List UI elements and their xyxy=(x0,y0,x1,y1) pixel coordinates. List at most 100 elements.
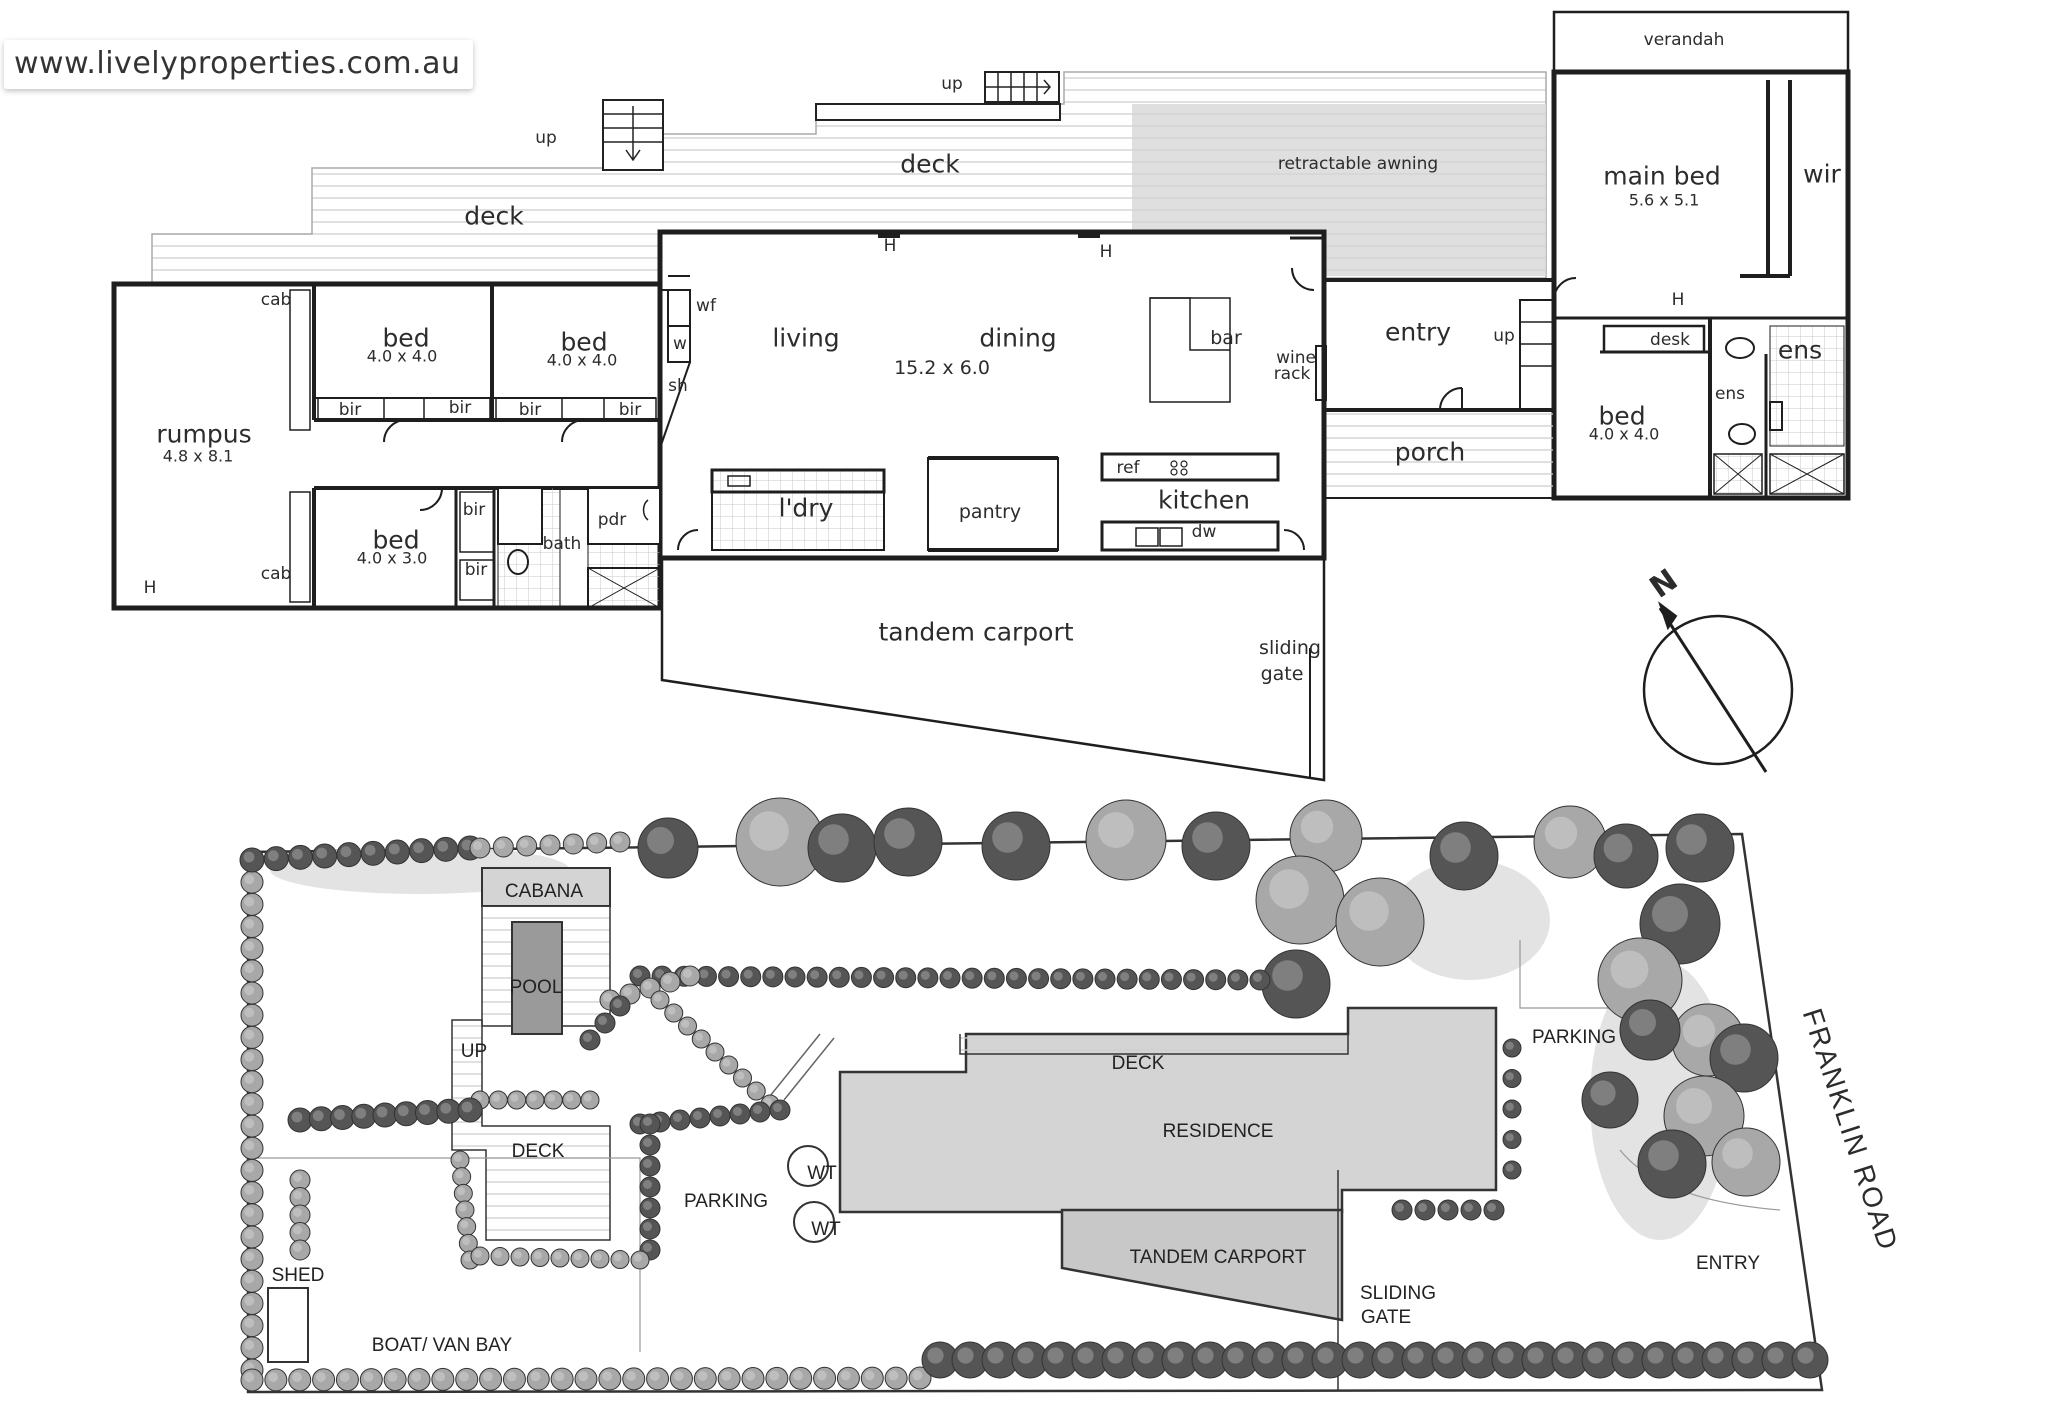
label-wir: wir xyxy=(1803,159,1841,189)
shrub-highlight xyxy=(1617,1347,1634,1364)
shrub xyxy=(1138,968,1160,990)
shrub-highlight xyxy=(1107,1347,1124,1364)
shrub xyxy=(570,1249,590,1268)
shrub xyxy=(1593,823,1659,889)
shrub xyxy=(580,1090,600,1110)
shrub-highlight xyxy=(965,971,975,981)
shrub-highlight xyxy=(793,1370,803,1381)
label-bir1: bir xyxy=(338,400,362,420)
label-living-dining-dim: 15.2 x 6.0 xyxy=(894,357,990,379)
shrub-highlight xyxy=(1505,1041,1514,1050)
bedroom-wing xyxy=(111,281,663,611)
shrub-highlight xyxy=(244,918,255,929)
shrub-highlight xyxy=(461,1101,473,1113)
shrub-highlight xyxy=(1120,972,1130,982)
shrub-highlight xyxy=(898,970,908,980)
shrub-highlight xyxy=(721,969,731,979)
north-arrow xyxy=(1642,601,1794,773)
label-porch: porch xyxy=(1394,437,1466,467)
label-heater-1: H xyxy=(883,236,897,256)
shrub xyxy=(455,1367,479,1391)
shrub-highlight xyxy=(613,999,622,1008)
shrub xyxy=(1502,1038,1522,1058)
shrub-highlight xyxy=(364,844,376,856)
shrub-highlight xyxy=(753,1105,762,1114)
shrub xyxy=(691,1029,711,1049)
label-wt2: WT xyxy=(811,1219,841,1240)
label-bir2: bir xyxy=(448,398,472,418)
shrub xyxy=(490,1247,510,1266)
shrub xyxy=(610,1250,630,1269)
shrub-highlight xyxy=(244,1184,255,1195)
shrub xyxy=(678,1016,697,1036)
shrub-highlight xyxy=(1137,1347,1154,1364)
label-deck-lower: deck xyxy=(464,201,524,231)
shrub-highlight xyxy=(1440,832,1471,863)
shrub-highlight xyxy=(992,822,1023,853)
shrub xyxy=(240,1368,264,1392)
label-ref: ref xyxy=(1116,458,1140,478)
label-parking-left: PARKING xyxy=(683,1191,769,1212)
shrub-highlight xyxy=(244,1372,255,1383)
watermark-url: www.livelyproperties.com.au xyxy=(4,40,473,89)
shrub-highlight xyxy=(293,1190,302,1200)
shrub xyxy=(550,1248,570,1268)
shrub xyxy=(1181,811,1251,881)
shrub xyxy=(630,1250,650,1270)
shrub xyxy=(1709,1023,1779,1093)
shrub xyxy=(1711,1127,1781,1197)
shrub xyxy=(1429,821,1499,891)
label-boat-van-bay: BOAT/ VAN BAY xyxy=(371,1335,513,1356)
shrub-highlight xyxy=(493,1250,502,1259)
shrub-highlight xyxy=(388,843,400,855)
shrub-highlight xyxy=(473,841,482,850)
label-bir4: bir xyxy=(618,400,642,420)
shrub-highlight xyxy=(816,1370,827,1381)
shrub-highlight xyxy=(244,1340,255,1351)
shrub-highlight xyxy=(1077,1347,1094,1364)
shrub xyxy=(895,967,917,989)
label-deck-upper: deck xyxy=(900,149,960,179)
shrub-highlight xyxy=(244,963,255,974)
label-sliding-site: SLIDING xyxy=(1359,1283,1437,1304)
trees xyxy=(239,797,1829,1392)
shrub-highlight xyxy=(496,840,506,849)
shrub-highlight xyxy=(457,1187,466,1196)
shrub-highlight xyxy=(455,1170,464,1179)
label-main-bed: main bed xyxy=(1603,161,1721,191)
shrub xyxy=(1160,968,1182,990)
shrub-highlight xyxy=(957,1347,974,1364)
shrub-highlight xyxy=(673,1113,682,1122)
shrub xyxy=(908,1366,932,1390)
shrub-highlight xyxy=(1257,1347,1274,1364)
shrub-highlight xyxy=(244,1118,255,1129)
shrub xyxy=(836,1366,860,1390)
label-gate-site: GATE xyxy=(1360,1307,1412,1328)
shrub xyxy=(479,1367,503,1391)
shrub-highlight xyxy=(1676,1088,1712,1124)
label-cab-bottom: cab xyxy=(260,564,292,584)
shrub-highlight xyxy=(694,1032,704,1041)
shrub xyxy=(873,807,943,877)
shrub xyxy=(289,1239,311,1261)
shrub-highlight xyxy=(339,1372,350,1382)
shrub-highlight xyxy=(1647,1347,1664,1364)
shrub xyxy=(917,967,939,989)
shrub xyxy=(789,1366,813,1390)
shrub-highlight xyxy=(1587,1347,1604,1364)
shrub xyxy=(646,1367,670,1391)
shrub-highlight xyxy=(713,1109,722,1118)
shrub xyxy=(639,1218,661,1240)
shrub xyxy=(639,1134,661,1156)
shrub xyxy=(502,1367,526,1391)
shrub xyxy=(562,833,584,855)
shrub-highlight xyxy=(693,1111,702,1120)
shrub xyxy=(981,811,1051,881)
shrub-highlight xyxy=(1544,816,1578,850)
label-verandah: verandah xyxy=(1643,30,1725,50)
shrub-highlight xyxy=(1505,1133,1514,1142)
shrub-highlight xyxy=(244,1251,255,1262)
shrub-highlight xyxy=(1497,1347,1514,1364)
shrub-highlight xyxy=(387,1371,398,1382)
